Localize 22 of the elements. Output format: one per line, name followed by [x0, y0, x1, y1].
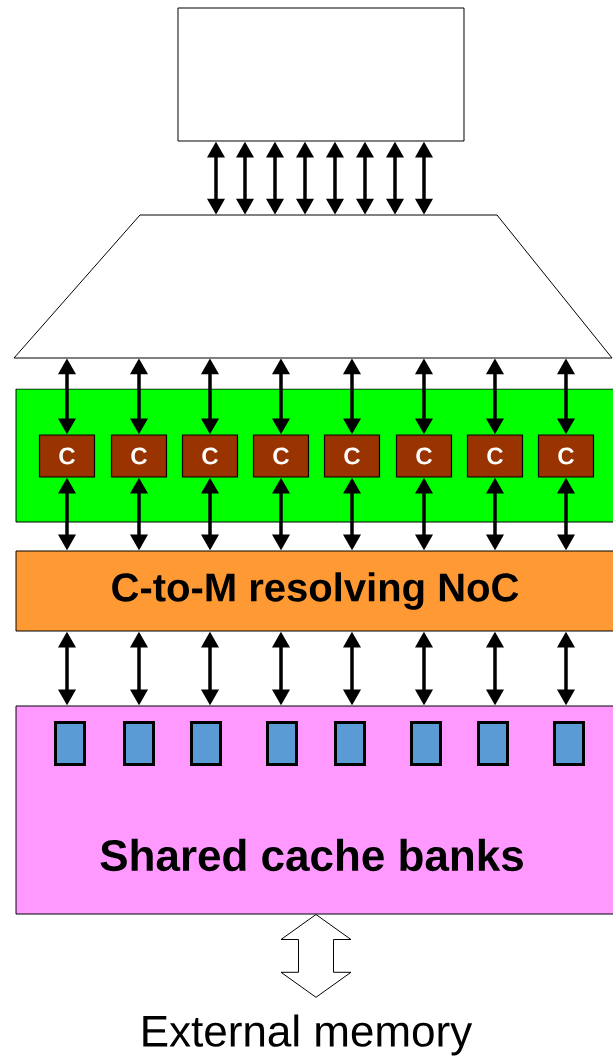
noc-band: C-to-M resolving NoC [15, 550, 613, 632]
core-box: C [110, 434, 168, 478]
core-box: C [537, 434, 595, 478]
bank-box [553, 721, 585, 766]
bank-box [410, 721, 442, 766]
caption-text: External memory [143, 1014, 473, 1056]
bank-box [477, 721, 509, 766]
bank-box [266, 721, 298, 766]
core-box: C [252, 434, 310, 478]
trapezoid-block [13, 214, 613, 359]
cache-band: Shared cache banks [15, 705, 613, 915]
bank-box [190, 721, 222, 766]
core-box: C [181, 434, 239, 478]
block-arrow [280, 914, 352, 998]
bank-box [123, 721, 155, 766]
bank-box [54, 721, 86, 766]
bank-box [334, 721, 366, 766]
core-box: C [395, 434, 453, 478]
core-box: C [466, 434, 524, 478]
display-box [177, 7, 465, 142]
core-box: C [323, 434, 381, 478]
core-box: C [38, 434, 96, 478]
